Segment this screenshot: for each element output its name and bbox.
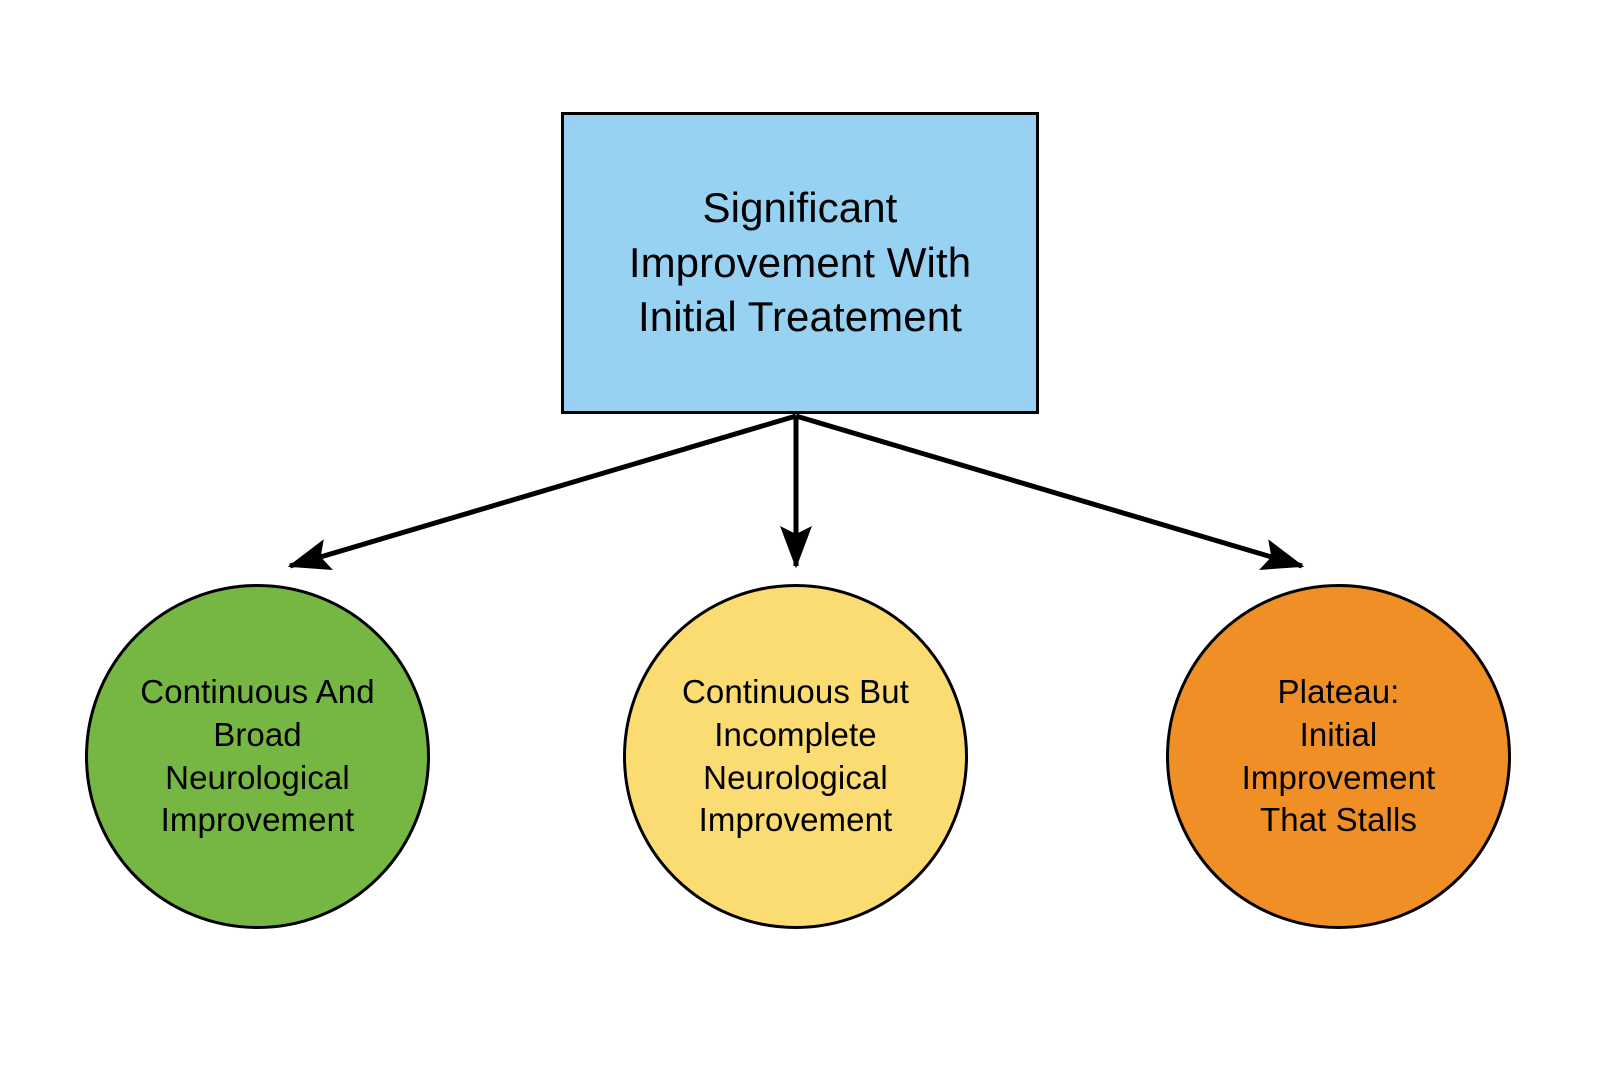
node-continuous-and-broad-neurological-improvement[interactable]: Continuous And Broad Neurological Improv… <box>85 584 430 929</box>
edge-root-to-orange <box>795 413 1305 570</box>
edge-root-to-green <box>287 413 797 570</box>
node-significant-improvement-with-initial-treatement[interactable]: Significant Improvement With Initial Tre… <box>561 112 1039 414</box>
node-root-label: Significant Improvement With Initial Tre… <box>628 184 972 341</box>
node-continuous-but-incomplete-neurological-improvement[interactable]: Continuous But Incomplete Neurological I… <box>623 584 968 929</box>
node-green-label: Continuous And Broad Neurological Improv… <box>140 672 375 839</box>
node-orange-label: Plateau: Initial Improvement That Stalls <box>1241 672 1436 839</box>
node-yellow-label: Continuous But Incomplete Neurological I… <box>681 672 910 839</box>
node-plateau-initial-improvement-that-stalls[interactable]: Plateau: Initial Improvement That Stalls <box>1166 584 1511 929</box>
